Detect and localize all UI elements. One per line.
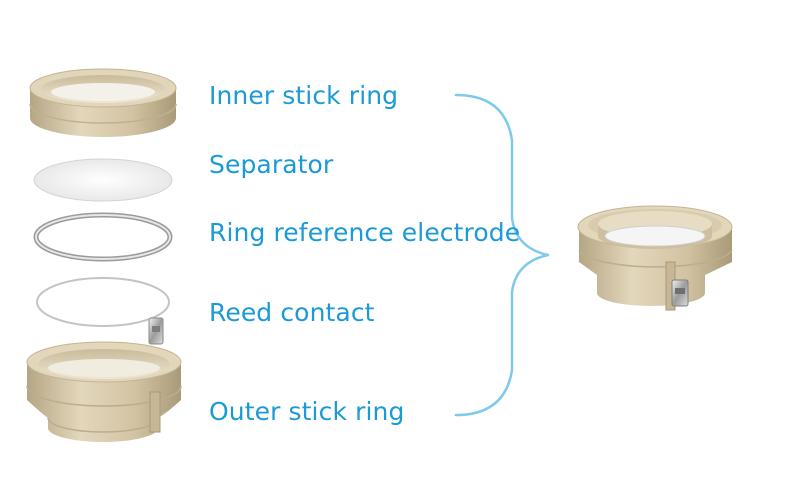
label-ring-reference-electrode: Ring reference electrode	[209, 218, 521, 247]
label-outer-stick-ring: Outer stick ring	[209, 397, 405, 426]
ring-reference-electrode-image	[33, 212, 173, 262]
grouping-bracket	[454, 93, 550, 417]
separator-image	[33, 158, 173, 202]
label-separator: Separator	[209, 150, 334, 179]
inner-stick-ring-image	[29, 68, 177, 137]
assembled-electrode-unit-image	[577, 205, 733, 311]
label-reed-contact: Reed contact	[209, 298, 375, 327]
reed-contact-image	[36, 277, 170, 345]
label-inner-stick-ring: Inner stick ring	[209, 81, 399, 110]
outer-stick-ring-image	[26, 341, 182, 442]
